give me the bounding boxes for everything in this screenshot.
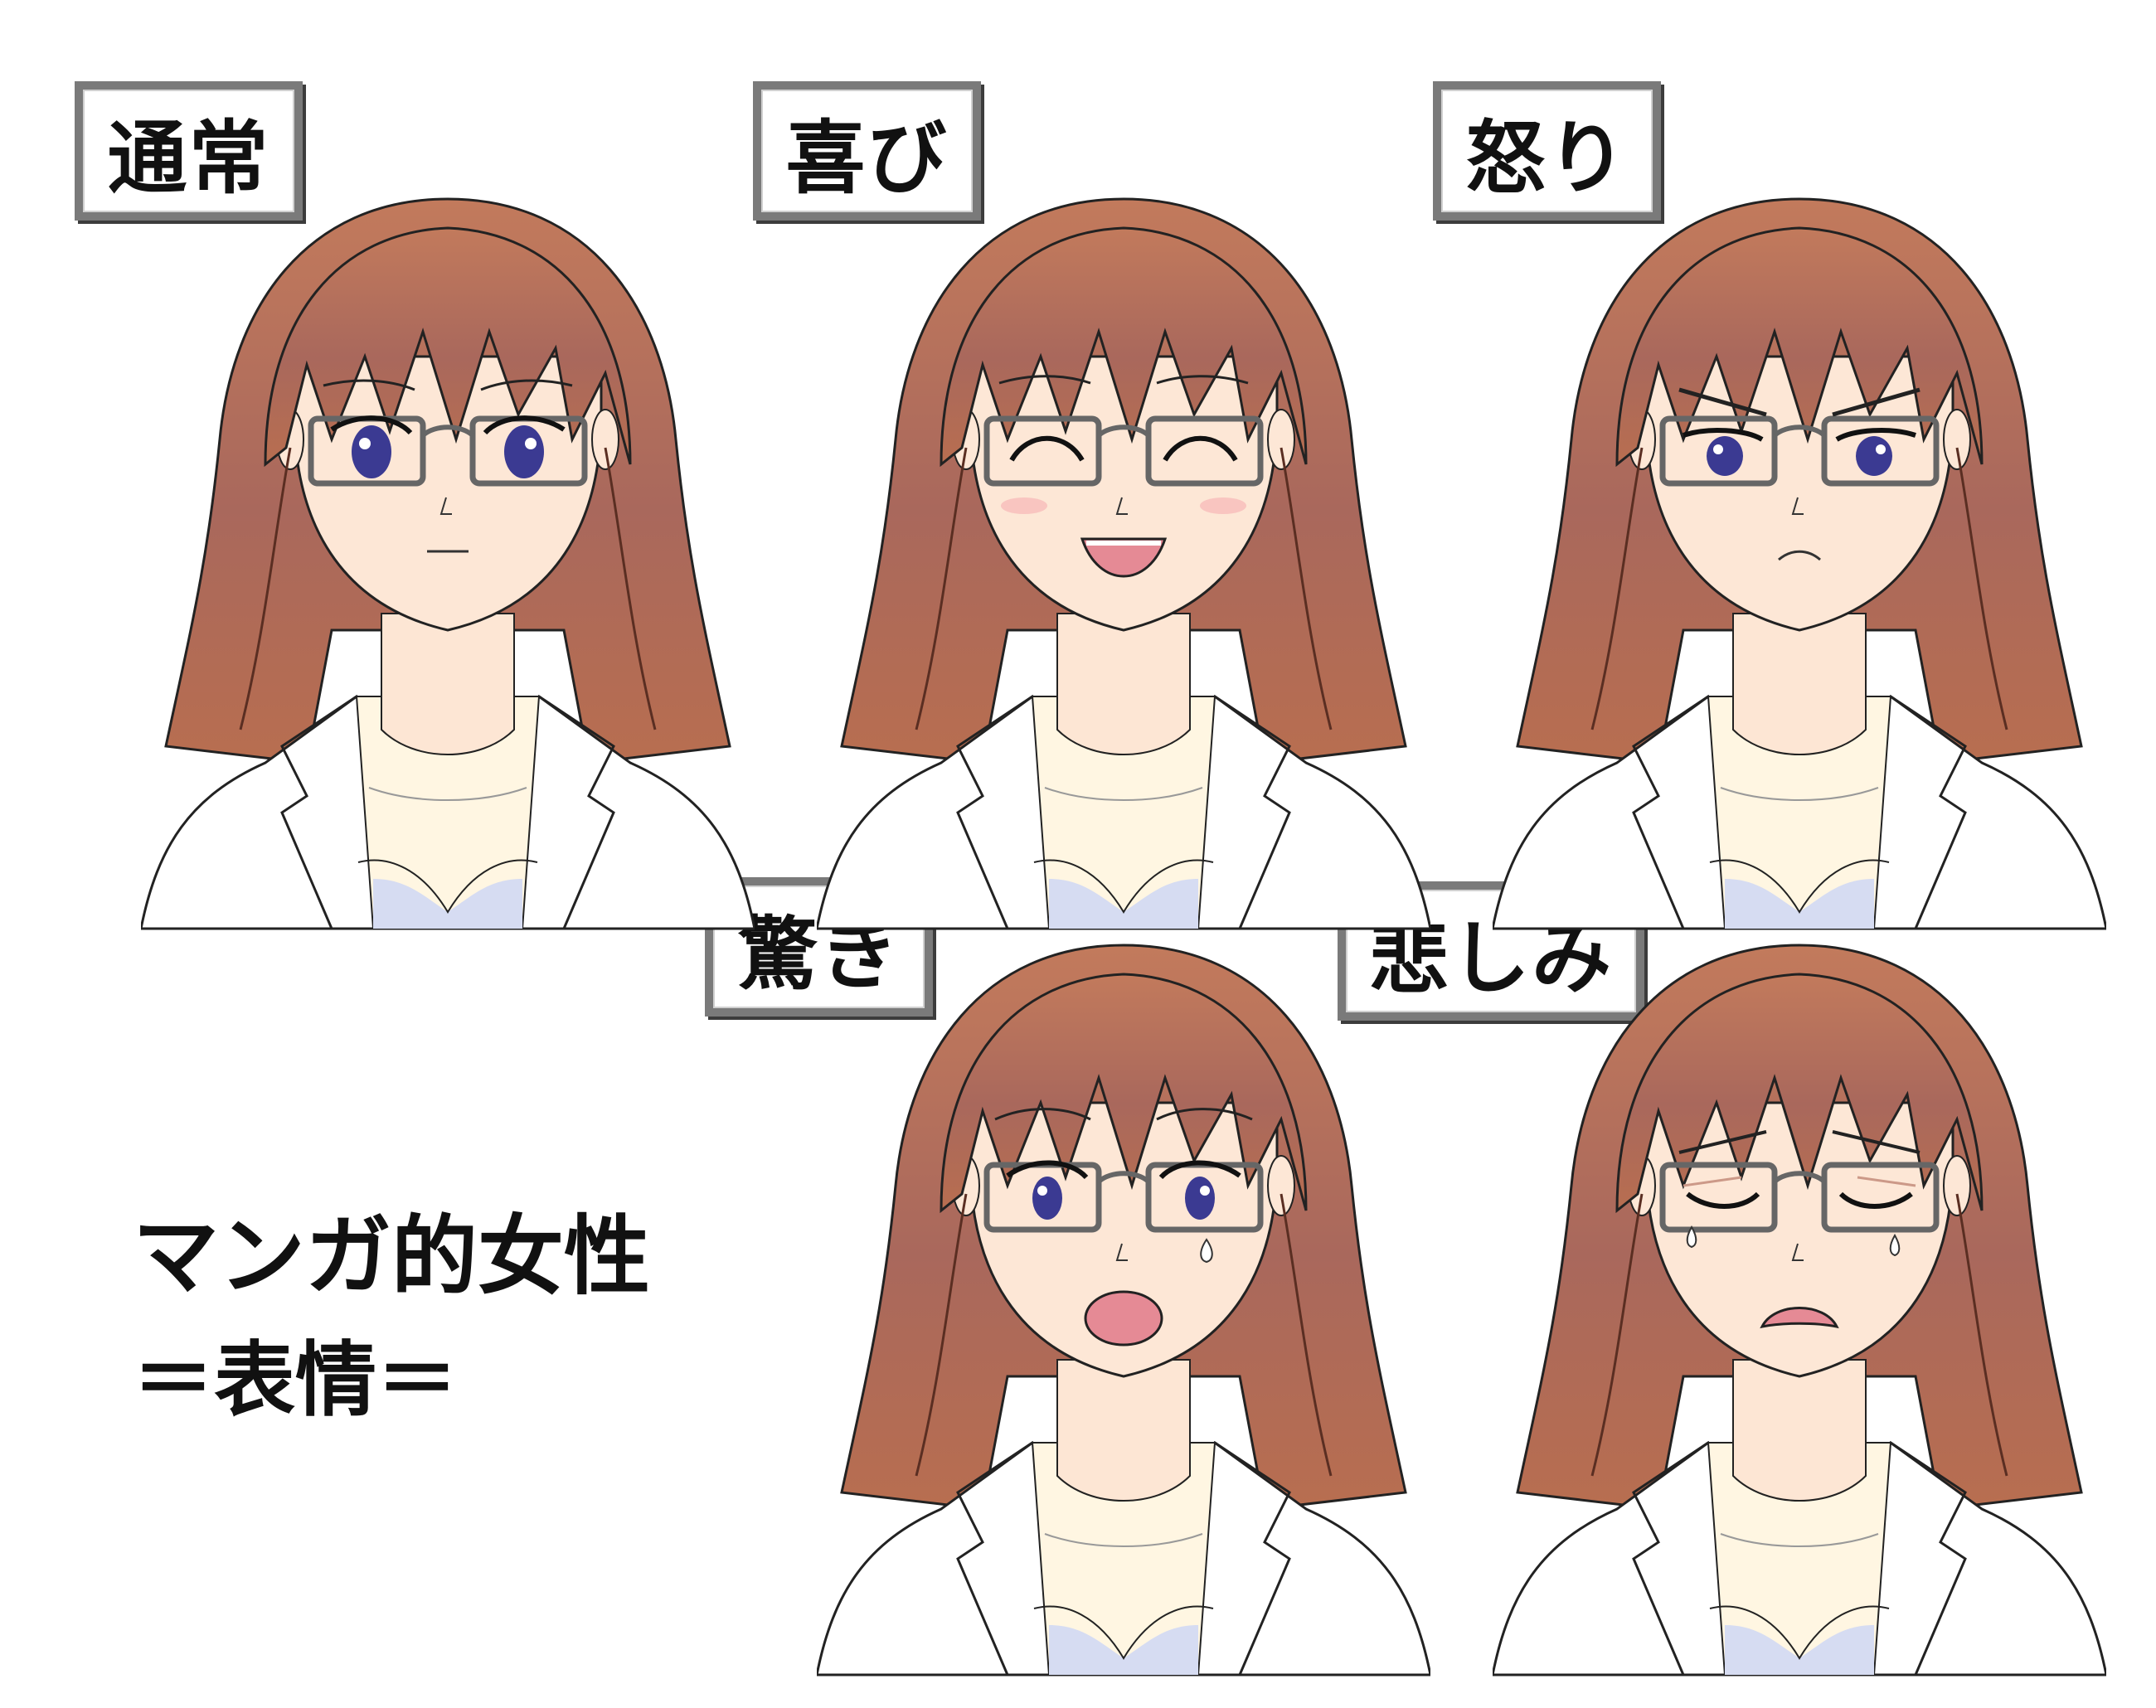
title-line-2: ＝表情＝ — [133, 1333, 459, 1428]
face-surprise — [817, 912, 1430, 1708]
label-joy: 喜び — [753, 81, 981, 221]
face-normal-illustration — [141, 166, 755, 962]
title-line-1: マンガ的女性 — [133, 1206, 651, 1307]
face-surprise-illustration — [817, 912, 1430, 1708]
face-sadness — [1493, 912, 2106, 1708]
label-normal: 通常 — [75, 81, 303, 221]
label-normal-text: 通常 — [107, 111, 270, 205]
face-sadness-illustration — [1493, 912, 2106, 1708]
face-anger-illustration — [1493, 166, 2106, 962]
label-anger-text: 怒り — [1465, 111, 1629, 205]
label-anger: 怒り — [1433, 81, 1661, 221]
face-joy-illustration — [817, 166, 1430, 962]
face-normal — [141, 166, 755, 962]
face-joy — [817, 166, 1430, 962]
face-anger — [1493, 166, 2106, 962]
label-joy-text: 喜び — [785, 111, 949, 205]
